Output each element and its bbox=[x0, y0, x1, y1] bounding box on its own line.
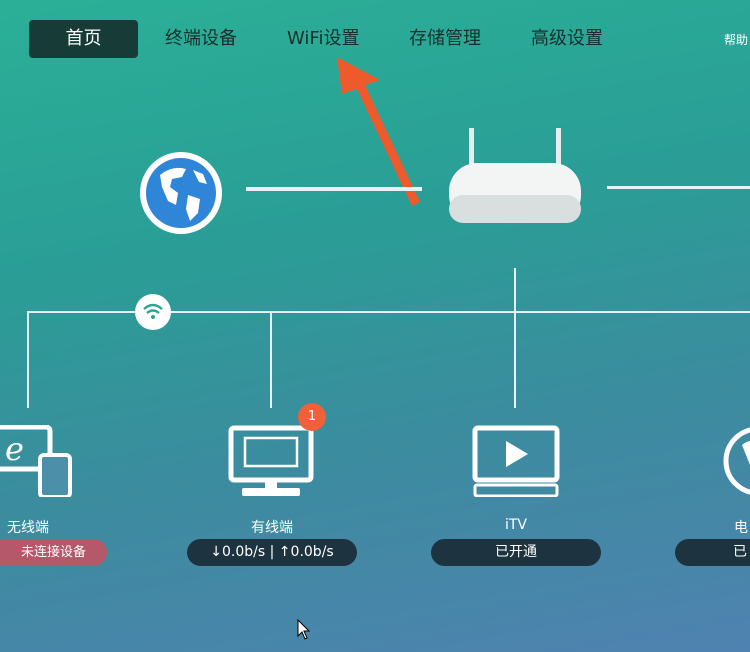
drop-line bbox=[27, 311, 29, 408]
phone-service-icon bbox=[723, 427, 750, 495]
tv-play-icon bbox=[472, 425, 560, 497]
desktop-icon bbox=[228, 425, 314, 496]
drop-line bbox=[270, 311, 272, 408]
mouse-cursor-icon bbox=[297, 619, 311, 640]
status-pill-wireless[interactable]: 未连接设备 bbox=[0, 539, 107, 566]
bus-line bbox=[27, 311, 750, 313]
status-pill-wired[interactable]: ↓0.0b/s | ↑0.0b/s bbox=[187, 539, 357, 566]
wireless-devices-icon: e bbox=[0, 425, 72, 497]
nav-advanced[interactable]: 高级设置 bbox=[531, 28, 603, 49]
nav-terminal-devices[interactable]: 终端设备 bbox=[165, 28, 237, 49]
nav-wifi-settings[interactable]: WiFi设置 bbox=[287, 28, 360, 49]
wifi-icon bbox=[135, 294, 171, 330]
internet-link-line bbox=[246, 187, 422, 191]
notification-badge: 1 bbox=[298, 403, 326, 431]
globe-icon bbox=[140, 152, 222, 234]
status-pill-phone[interactable]: 已 bbox=[675, 539, 750, 566]
arrow-annotation-icon bbox=[337, 57, 420, 206]
router-link-line bbox=[607, 186, 750, 189]
device-label-wired: 有线端 bbox=[251, 520, 293, 536]
nav-home[interactable]: 首页 bbox=[29, 20, 138, 58]
device-label-phone: 电 bbox=[734, 520, 748, 536]
svg-text:e: e bbox=[5, 430, 24, 468]
help-link[interactable]: 帮助 bbox=[724, 33, 749, 47]
router-icon bbox=[449, 128, 581, 223]
top-nav: 首页 终端设备 WiFi设置 存储管理 高级设置 bbox=[0, 20, 750, 58]
device-label-wireless: 无线端 bbox=[7, 520, 49, 536]
status-pill-itv[interactable]: 已开通 bbox=[431, 539, 601, 566]
device-label-itv: iTV bbox=[504, 517, 528, 533]
nav-storage[interactable]: 存储管理 bbox=[409, 28, 481, 49]
trunk-line bbox=[514, 268, 516, 408]
